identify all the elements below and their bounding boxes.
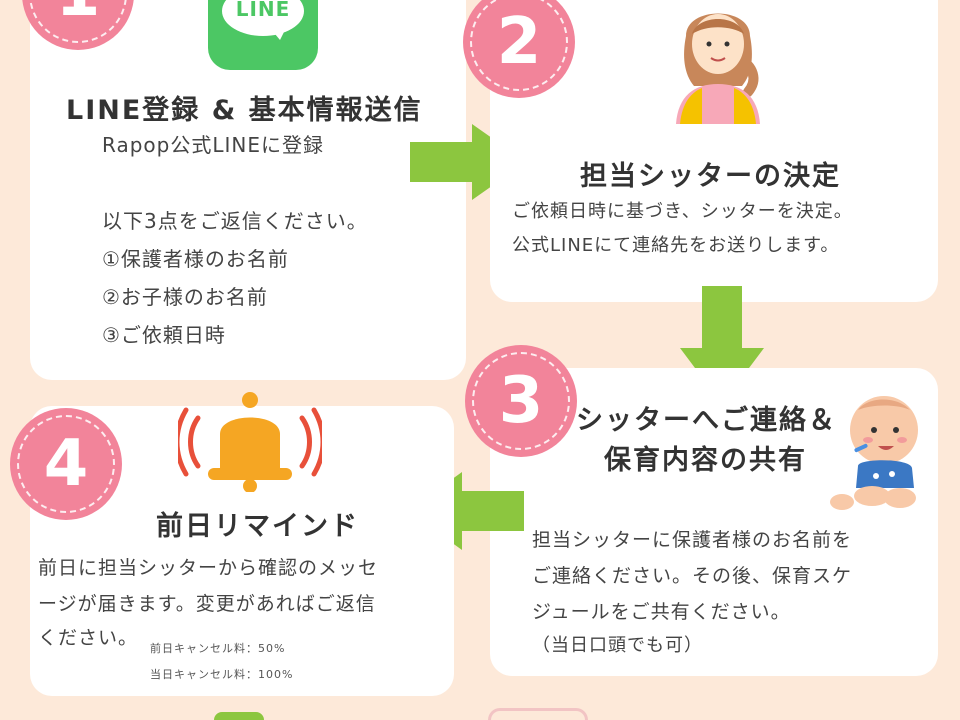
step-4-title: 前日リマインド bbox=[156, 511, 359, 542]
step-3-title-line-1: シッターへご連絡＆ bbox=[576, 405, 837, 436]
step-3-line-2: ご連絡ください。その後、保育スケ bbox=[532, 565, 853, 587]
step-3-line-4: （当日口頭でも可） bbox=[532, 635, 703, 656]
step-1-number: 1 bbox=[56, 0, 101, 26]
step-4-number: 4 bbox=[43, 427, 89, 501]
step-2-badge: 2 bbox=[463, 0, 575, 98]
step-3-line-3: ジュールをご共有ください。 bbox=[532, 601, 791, 623]
step-2-number: 2 bbox=[496, 5, 542, 79]
line-icon-text: LINE bbox=[235, 0, 291, 21]
step-4-badge: 4 bbox=[10, 408, 122, 520]
step-3-number: 3 bbox=[498, 364, 544, 438]
step-4-line-2: ージが届きます。変更があればご返信 bbox=[38, 593, 376, 615]
baby-icon bbox=[830, 396, 918, 510]
step-4-line-1: 前日に担当シッターから確認のメッセ bbox=[38, 557, 379, 579]
step-1-title: LINE登録 & 基本情報送信 bbox=[66, 95, 423, 126]
step-2-line-2: 公式LINEにて連絡先をお送りします。 bbox=[512, 235, 840, 256]
step-4-line-3: ください。 bbox=[38, 627, 139, 649]
step-3-line-1: 担当シッターに保護者様のお名前を bbox=[532, 529, 853, 551]
bell-icon bbox=[178, 392, 322, 492]
step-1-item-3: ③ご依頼日時 bbox=[102, 323, 226, 347]
step-1-intro: 以下3点をご返信ください。 bbox=[102, 209, 368, 233]
step-1-subtitle: Rapop公式LINEに登録 bbox=[102, 133, 324, 157]
step-3-badge: 3 bbox=[465, 345, 577, 457]
line-app-icon: LINE bbox=[208, 0, 318, 70]
next-badge-partial bbox=[488, 708, 588, 720]
step-4-fee-2: 当日キャンセル料：100% bbox=[150, 668, 294, 681]
next-step-icon-partial bbox=[214, 712, 264, 720]
sitter-woman-icon bbox=[676, 13, 760, 124]
step-3-title-line-2: 保育内容の共有 bbox=[604, 445, 807, 476]
step-1-item-2: ②お子様のお名前 bbox=[102, 285, 268, 309]
step-2-line-1: ご依頼日時に基づき、シッターを決定。 bbox=[512, 201, 853, 222]
step-2-title: 担当シッターの決定 bbox=[580, 161, 841, 192]
step-1-item-1: ①保護者様のお名前 bbox=[102, 247, 289, 271]
step-4-fee-1: 前日キャンセル料：50% bbox=[150, 642, 286, 655]
